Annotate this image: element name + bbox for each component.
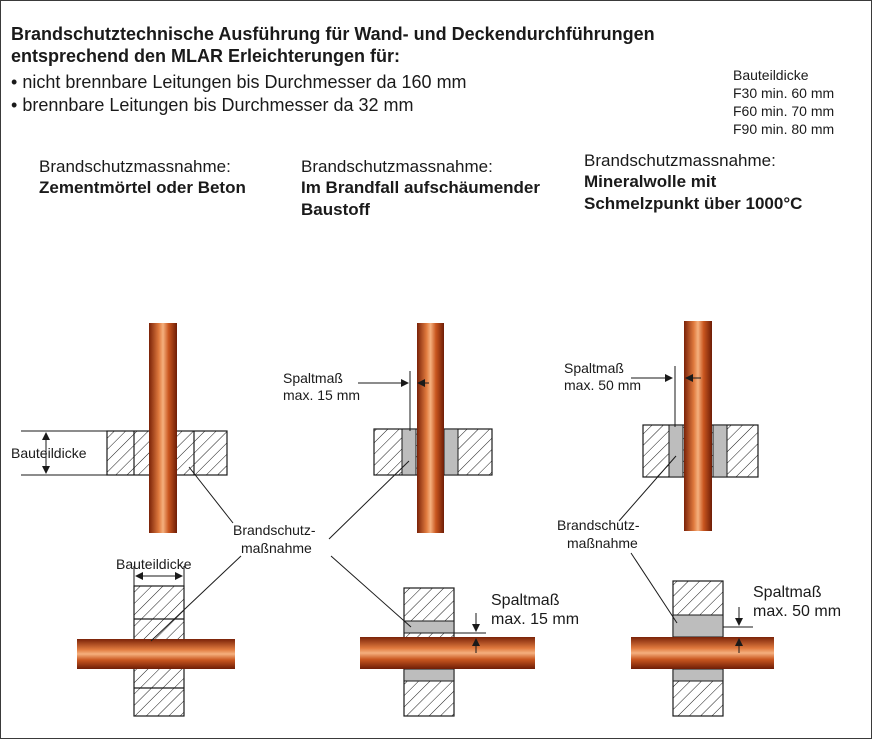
column-3-measure-line-2: Schmelzpunkt über 1000°C — [584, 194, 803, 213]
floor-penetration-mortar — [77, 566, 235, 717]
wall-penetration-mineralwool — [631, 321, 759, 531]
brandschutz-label-1-line-2: maßnahme — [241, 540, 312, 556]
column-2-heading: Brandschutzmassnahme: — [301, 157, 493, 176]
title-line-1: Brandschutztechnische Ausführung für Wan… — [11, 24, 655, 44]
wall-penetration-mortar — [21, 323, 228, 533]
bullet-text: nicht brennbare Leitungen bis Durchmesse… — [22, 72, 467, 92]
spaltmass-3-bottom-line-2: max. 50 mm — [753, 603, 842, 620]
column-1-measure: Zementmörtel oder Beton — [39, 178, 246, 197]
bullet-item-1: • nicht brennbare Leitungen bis Durchmes… — [11, 71, 467, 93]
spaltmass-2-bottom-line-2: max. 15 mm — [491, 611, 580, 628]
bullet-dot: • — [11, 72, 23, 92]
leader-lines — [150, 455, 678, 642]
spaltmass-3-top-line-2: max. 50 mm — [564, 377, 642, 393]
thickness-title: Bauteildicke — [733, 67, 809, 83]
column-2-measure-line-2: Baustoff — [301, 200, 370, 219]
spaltmass-3-bottom-line-1: Spaltmaß — [753, 584, 822, 601]
pipe-vertical-2 — [417, 323, 444, 533]
column-3-heading: Brandschutzmassnahme: — [584, 151, 776, 170]
bullet-text: brennbare Leitungen bis Durchmesser da 3… — [22, 95, 414, 115]
column-1-heading: Brandschutzmassnahme: — [39, 157, 231, 176]
bauteildicke-floor-label: Bauteildicke — [116, 556, 192, 572]
thickness-row: F30 min. 60 mm — [733, 85, 835, 101]
spaltmass-2-top-line-1: Spaltmaß — [283, 370, 343, 386]
pipe-horizontal-3 — [631, 637, 774, 669]
brandschutz-label-1-line-1: Brandschutz- — [233, 522, 316, 538]
floor-penetration-mineralwool — [631, 580, 774, 717]
pipe-vertical-3 — [684, 321, 712, 531]
spaltmass-2-bottom-line-1: Spaltmaß — [491, 592, 560, 609]
brandschutz-label-2-line-1: Brandschutz- — [557, 517, 640, 533]
brandschutz-label-2-line-2: maßnahme — [567, 535, 638, 551]
thickness-row: F60 min. 70 mm — [733, 103, 835, 119]
title-line-2: entsprechend den MLAR Erleichterungen fü… — [11, 46, 401, 66]
wall-penetration-intumescent — [358, 323, 493, 533]
spaltmass-2-top-line-2: max. 15 mm — [283, 387, 361, 403]
column-2-measure-line-1: Im Brandfall aufschäumender — [301, 178, 541, 197]
floor-penetration-intumescent — [360, 587, 535, 717]
spaltmass-3-top-line-1: Spaltmaß — [564, 360, 624, 376]
bullet-item-2: • brennbare Leitungen bis Durchmesser da… — [11, 94, 414, 116]
pipe-vertical-1 — [149, 323, 177, 533]
bullet-dot: • — [11, 95, 23, 115]
pipe-horizontal-2 — [360, 637, 535, 669]
column-3-measure-line-1: Mineralwolle mit — [584, 172, 717, 191]
bauteildicke-wall-label: Bauteildicke — [11, 445, 87, 461]
pipe-horizontal-1 — [77, 639, 235, 669]
thickness-row: F90 min. 80 mm — [733, 121, 835, 137]
